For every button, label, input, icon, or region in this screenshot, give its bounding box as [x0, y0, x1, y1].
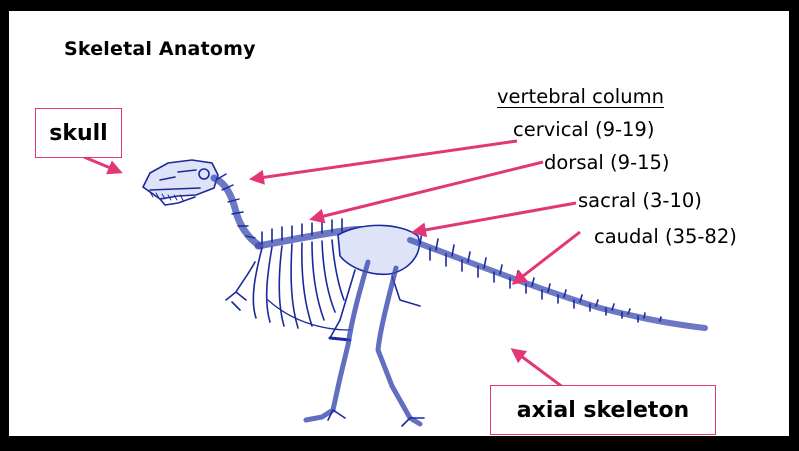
skull-label: skull	[35, 108, 122, 158]
caudal-label: caudal (35-82)	[594, 225, 737, 248]
vertebral-column-heading: vertebral column	[497, 85, 664, 108]
axial-skeleton-label: axial skeleton	[490, 385, 716, 435]
dorsal-label: dorsal (9-15)	[544, 151, 670, 174]
page-title: Skeletal Anatomy	[64, 38, 256, 60]
sacral-label: sacral (3-10)	[578, 189, 702, 212]
cervical-label: cervical (9-19)	[513, 118, 654, 141]
